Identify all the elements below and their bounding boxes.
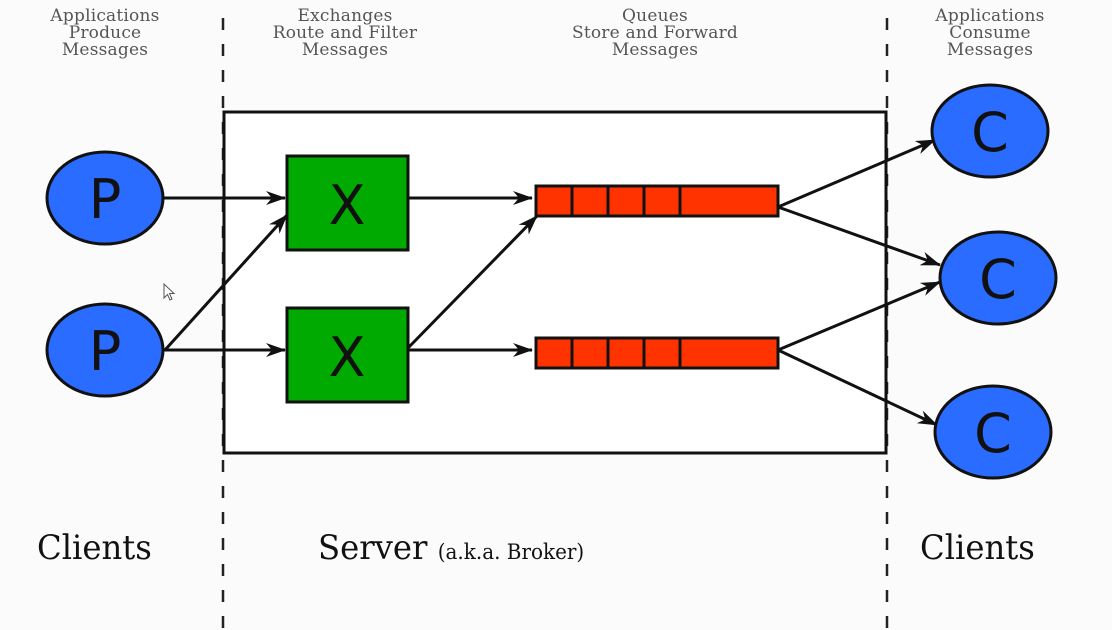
edge-exchange-2-queue-1: [406, 214, 539, 350]
edge-queue-1-consumer-2: [777, 205, 941, 267]
edge-queue-2-consumer-2: [777, 280, 941, 352]
producer-2-label: P: [89, 320, 122, 383]
exchange-1: X: [285, 154, 410, 252]
header-exchanges: Exchanges Route and Filter Messages: [240, 8, 450, 59]
header-exchanges-line-2: Route and Filter: [272, 23, 418, 43]
header-producers: Applications Produce Messages: [20, 8, 190, 59]
edge-queue-1-consumer-1: [777, 138, 936, 209]
footer-server-label: Server: [318, 528, 428, 568]
edges: [163, 138, 941, 427]
mouse-cursor-icon: [163, 283, 176, 301]
exchange-2: X: [285, 306, 410, 404]
exchange-1-label: X: [329, 174, 366, 237]
consumer-1: C: [930, 83, 1050, 179]
queue-2: [534, 336, 780, 370]
exchange-2-label: X: [329, 326, 366, 389]
queue-1: [534, 184, 780, 218]
producer-1: P: [45, 150, 165, 246]
header-exchanges-line-3: Messages: [301, 40, 389, 60]
header-consumers-line-3: Messages: [946, 40, 1034, 60]
consumer-3: C: [933, 384, 1053, 480]
consumer-2: C: [938, 230, 1058, 326]
header-queues-line-2: Store and Forward: [572, 23, 738, 43]
header-queues-line-3: Messages: [611, 40, 699, 60]
producer-2: P: [45, 302, 165, 398]
footer-server: Server (a.k.a. Broker): [318, 528, 584, 568]
consumer-1-label: C: [971, 101, 1009, 164]
header-producers-line-3: Messages: [61, 40, 149, 60]
header-queues: Queues Store and Forward Messages: [540, 8, 770, 59]
header-exchanges-line-1: Exchanges: [297, 6, 393, 26]
header-producers-line-1: Applications: [50, 6, 160, 26]
header-queues-line-1: Queues: [622, 6, 688, 26]
footer-clients-right: Clients: [920, 528, 1035, 568]
edge-queue-2-consumer-3: [777, 348, 938, 427]
footer-clients-left: Clients: [37, 528, 152, 568]
edge-producer-2-exchange-1: [163, 213, 289, 352]
producer-1-label: P: [89, 168, 122, 231]
header-consumers-line-1: Applications: [935, 6, 1045, 26]
footer-server-aka: (a.k.a. Broker): [437, 540, 585, 564]
consumer-3-label: C: [974, 402, 1012, 465]
header-consumers: Applications Consume Messages: [905, 8, 1075, 59]
consumer-2-label: C: [979, 248, 1017, 311]
header-consumers-line-2: Consume: [949, 23, 1031, 43]
header-producers-line-2: Produce: [68, 23, 142, 43]
